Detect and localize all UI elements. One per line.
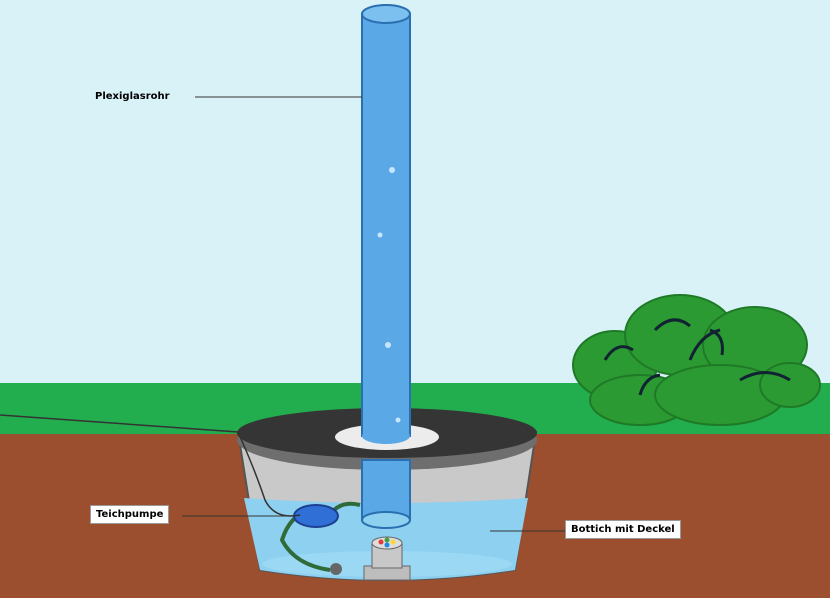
tube-label: Plexiglasrohr xyxy=(95,91,170,102)
pump-label: Teichpumpe xyxy=(90,505,170,524)
pump-unit xyxy=(363,536,411,581)
bush xyxy=(572,294,821,426)
tub-label: Bottich mit Deckel xyxy=(565,520,681,539)
power-cable xyxy=(0,414,301,517)
plexiglass-tube xyxy=(361,4,411,529)
